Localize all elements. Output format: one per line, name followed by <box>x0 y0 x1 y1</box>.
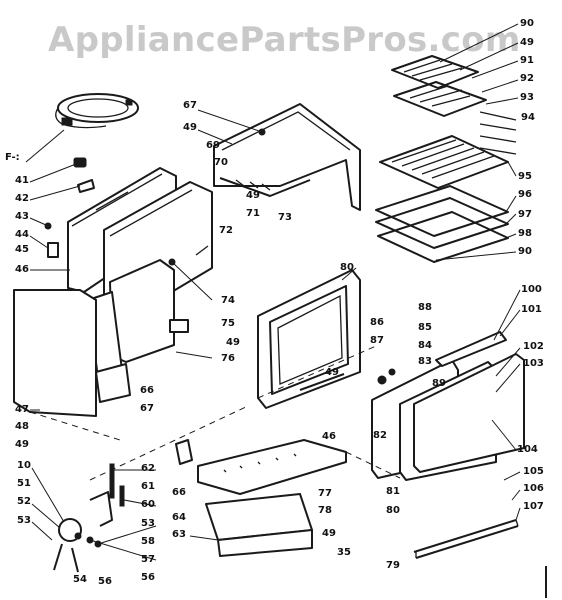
callout-c-78: 78 <box>318 505 332 516</box>
callout-c-97: 97 <box>518 209 532 220</box>
callout-c-46-b: 46 <box>322 431 336 442</box>
callout-c-89: 89 <box>432 378 446 389</box>
bracket-small <box>175 439 193 465</box>
callout-c-94: 94 <box>521 112 535 123</box>
callout-c-40: F-: <box>5 152 20 163</box>
callout-c-99: 90 <box>518 246 532 257</box>
oven-rack <box>379 135 509 189</box>
callout-c-91: 91 <box>520 55 534 66</box>
callout-c-101: 101 <box>521 304 542 315</box>
callout-c-49-g: 49 <box>322 528 336 539</box>
callout-c-73: 73 <box>278 212 292 223</box>
callout-c-52: 52 <box>17 496 31 507</box>
callout-c-49-b: 49 <box>183 122 197 133</box>
oven-door-outer <box>413 331 525 473</box>
callout-c-79: 79 <box>386 560 400 571</box>
top-grate <box>391 55 487 117</box>
watermark-text: AppliancePartsPros.com <box>48 20 521 60</box>
assembly-guide-lines <box>29 345 401 481</box>
broiler-drawer <box>205 493 313 557</box>
wiring-harness <box>55 93 139 129</box>
callout-c-56: 56 <box>141 572 155 583</box>
callout-c-83: 83 <box>418 356 432 367</box>
callout-c-57: 57 <box>141 554 155 565</box>
callout-c-69: 69 <box>206 140 220 151</box>
callout-c-85: 85 <box>418 322 432 333</box>
left-outer-panel <box>13 289 97 417</box>
callout-c-58-b: 58 <box>141 536 155 547</box>
callout-c-77: 77 <box>318 488 332 499</box>
callout-c-64: 64 <box>172 512 186 523</box>
callout-c-49-e: 49 <box>15 439 29 450</box>
broiler-pans <box>375 185 509 263</box>
callout-c-71: 71 <box>246 208 260 219</box>
callout-c-54: 54 <box>73 574 87 585</box>
callout-c-104: 104 <box>517 444 538 455</box>
callout-c-67-b: 67 <box>140 403 154 414</box>
door-hinge-parts <box>299 368 396 391</box>
callout-c-42: 42 <box>15 193 29 204</box>
callout-c-92: 92 <box>520 73 534 84</box>
callout-c-80: 80 <box>340 262 354 273</box>
callout-c-88: 88 <box>418 302 432 313</box>
callout-c-75: 75 <box>221 318 235 329</box>
callout-c-51: 51 <box>17 478 31 489</box>
callout-c-35: 35 <box>337 547 351 558</box>
callout-c-44: 44 <box>15 229 29 240</box>
callout-c-49-f: 49 <box>325 367 339 378</box>
callout-c-53-b: 53 <box>141 518 155 529</box>
left-hardware <box>44 157 95 258</box>
callout-c-61: 61 <box>141 481 155 492</box>
callout-c-62: 62 <box>141 463 155 474</box>
callout-c-80-b: 80 <box>386 505 400 516</box>
door-handle <box>413 519 519 559</box>
cooktop-top <box>213 103 361 211</box>
callout-c-60: 60 <box>141 499 155 510</box>
callout-c-49-c: 49 <box>246 190 260 201</box>
callout-c-105: 105 <box>523 466 544 477</box>
callout-c-74: 74 <box>221 295 235 306</box>
callout-c-98: 98 <box>518 228 532 239</box>
callout-c-95: 95 <box>518 171 532 182</box>
callout-c-107: 107 <box>523 501 544 512</box>
callout-c-48: 48 <box>15 421 29 432</box>
callout-c-47: 47 <box>15 404 29 415</box>
callout-c-96: 96 <box>518 189 532 200</box>
callout-c-67: 67 <box>183 100 197 111</box>
valve-linkage <box>53 463 125 573</box>
callout-c-90-top: 90 <box>520 18 534 29</box>
callout-c-70-top: 70 <box>214 157 228 168</box>
callout-c-84: 84 <box>418 340 432 351</box>
callout-c-43: 43 <box>15 211 29 222</box>
callout-c-103: 103 <box>523 358 544 369</box>
callout-c-93: 93 <box>520 92 534 103</box>
callout-c-106: 106 <box>523 483 544 494</box>
callout-labels: 90 49 91 92 93 94 95 96 97 98 90 67 49 69 70 49 71 72 73 74… <box>5 18 544 587</box>
callout-c-100: 100 <box>521 284 542 295</box>
oven-bottom-panel <box>197 439 347 495</box>
callout-c-46: 46 <box>15 264 29 275</box>
callout-c-49-a: 49 <box>520 37 534 48</box>
callout-c-41: 41 <box>15 175 29 186</box>
callout-c-50: 10 <box>17 460 31 471</box>
callout-c-76: 76 <box>221 353 235 364</box>
callout-c-65: 66 <box>172 487 186 498</box>
callout-c-49-d: 49 <box>226 337 240 348</box>
callout-c-81: 81 <box>386 486 400 497</box>
rack-supports <box>479 111 517 155</box>
callout-c-86: 86 <box>370 317 384 328</box>
callout-c-72: 72 <box>219 225 233 236</box>
callout-c-87: 87 <box>370 335 384 346</box>
callout-c-82: 82 <box>373 430 387 441</box>
callout-c-66: 66 <box>140 385 154 396</box>
callout-c-63: 63 <box>172 529 186 540</box>
callout-c-45: 45 <box>15 244 29 255</box>
callout-leaders <box>25 23 521 561</box>
callout-c-102: 102 <box>523 341 544 352</box>
callout-c-53: 53 <box>17 515 31 526</box>
callout-c-55: 56 <box>98 576 112 587</box>
